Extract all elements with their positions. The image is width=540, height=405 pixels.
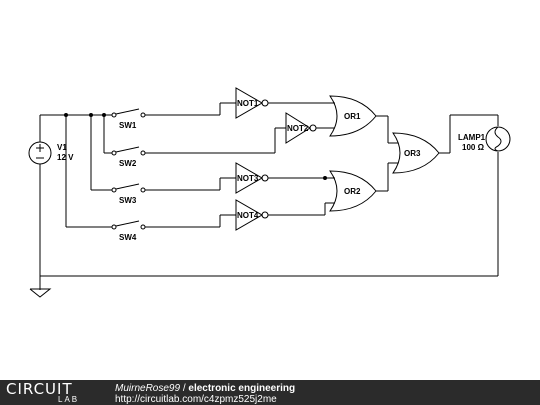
footer-bar: CIRCUIT LAB MuirneRose99 / electronic en… [0, 380, 540, 405]
switch-label-sw1[interactable]: SW1 [119, 121, 137, 130]
lamp-value-label: 100 Ω [462, 143, 485, 152]
or-gate-label-or2: OR2 [344, 187, 361, 196]
switch-label-sw2[interactable]: SW2 [119, 159, 137, 168]
circuit-url-link[interactable]: http://circuitlab.com/c4zpmz525j2me [115, 394, 277, 405]
not-gate-label-not1: NOT1 [237, 99, 259, 108]
not-gate-label-not3: NOT3 [237, 174, 259, 183]
credit-separator: / [180, 383, 189, 394]
author-name[interactable]: MuirneRose99 [115, 383, 181, 394]
source-value-label: 12 V [57, 153, 74, 162]
junction-dot [64, 113, 68, 117]
junction-dot [323, 176, 327, 180]
circuitlab-logo-sub: LAB [58, 395, 80, 404]
source-name-label: V1 [57, 143, 67, 152]
lamp-name-label: LAMP1 [458, 133, 486, 142]
junction-dot [89, 113, 93, 117]
not-gate-label-not2: NOT2 [287, 124, 309, 133]
voltage-source-v1[interactable] [28, 141, 52, 165]
not-gate-label-not4: NOT4 [237, 211, 259, 220]
credit-line: MuirneRose99 / electronic engineering [115, 383, 295, 394]
circuit-schematic: V1 12 V SW1 SW2 SW3 SW4 NOT1 NOT2 NOT3 N… [28, 87, 511, 298]
switch-label-sw3[interactable]: SW3 [119, 196, 137, 205]
junction-dot [102, 113, 106, 117]
schematic-canvas[interactable]: V1 12 V SW1 SW2 SW3 SW4 NOT1 NOT2 NOT3 N… [0, 0, 540, 380]
or-gate-label-or1: OR1 [344, 112, 361, 121]
switch-label-sw4[interactable]: SW4 [119, 233, 137, 242]
circuitlab-logo[interactable]: CIRCUIT [6, 380, 73, 398]
or-gate-label-or3: OR3 [404, 149, 421, 158]
circuit-title: electronic engineering [188, 383, 296, 394]
